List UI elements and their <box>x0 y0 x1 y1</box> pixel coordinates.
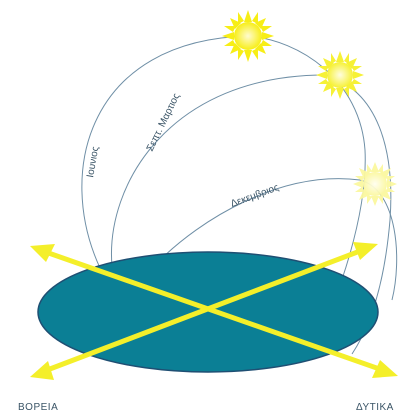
winter-sun-icon <box>353 162 397 206</box>
north-label: ΒΟΡΕΙΑ <box>18 402 58 413</box>
summer-sun-icon <box>222 10 274 62</box>
arrowhead-ne <box>353 242 378 260</box>
equinox-sun-icon <box>316 51 364 99</box>
december-path-label: Δεκεμβριος <box>229 182 280 210</box>
west-label: ΔΥΤΙΚΑ <box>356 402 394 413</box>
arrowhead-sw <box>30 361 54 380</box>
june-path-label: Ιουνιος <box>85 145 101 178</box>
